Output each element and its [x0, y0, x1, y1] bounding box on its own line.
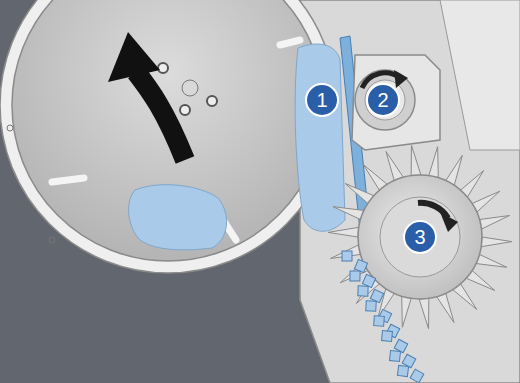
nut [180, 105, 190, 115]
wheel-tooth [419, 298, 429, 328]
wheel-tooth [402, 296, 411, 327]
rotation-arrow [136, 72, 185, 160]
product-cube [342, 251, 352, 261]
paddle [280, 40, 300, 45]
product-cube [366, 301, 377, 312]
wheel-tooth [476, 254, 507, 267]
product-cube [382, 331, 393, 342]
drum-rim [0, 0, 336, 273]
arrowhead [108, 32, 160, 82]
impeller [355, 70, 415, 130]
wheel-tooth [328, 227, 359, 237]
wheel-tooth [429, 147, 438, 178]
callout-number: 3 [403, 220, 437, 254]
wheel-tooth [481, 237, 512, 247]
product-cube [350, 271, 360, 281]
roller-bracket [352, 55, 440, 150]
wheel-tooth [472, 191, 500, 212]
wheel-tooth [479, 216, 509, 230]
product-cube [410, 369, 424, 383]
wheel-tooth [333, 207, 364, 220]
wheel-body [358, 175, 482, 299]
hub [182, 80, 198, 96]
drum [12, 0, 324, 261]
wheel-hub [380, 197, 460, 277]
arrowhead [440, 212, 458, 232]
wheel-tooth [446, 155, 463, 185]
product-cube [397, 365, 408, 376]
impeller-hub [365, 80, 405, 120]
wheel-tooth [437, 293, 454, 322]
housing-panel [440, 0, 520, 150]
product-cube [374, 316, 385, 327]
callout-number: 2 [366, 83, 400, 117]
paddle [52, 178, 84, 182]
rivet [7, 125, 13, 131]
wheel-tooth [386, 152, 403, 181]
rivet [49, 237, 55, 243]
product-piece [295, 44, 345, 231]
cutting-wheel [328, 145, 512, 328]
callout-number: 1 [305, 83, 339, 117]
product-cube [390, 351, 401, 362]
wheel-tooth [411, 145, 421, 175]
product-piece [129, 185, 227, 250]
nut [158, 63, 168, 73]
nut [207, 96, 217, 106]
product-cubes [342, 251, 424, 383]
arrowhead [394, 70, 408, 88]
product-cube [358, 286, 368, 296]
